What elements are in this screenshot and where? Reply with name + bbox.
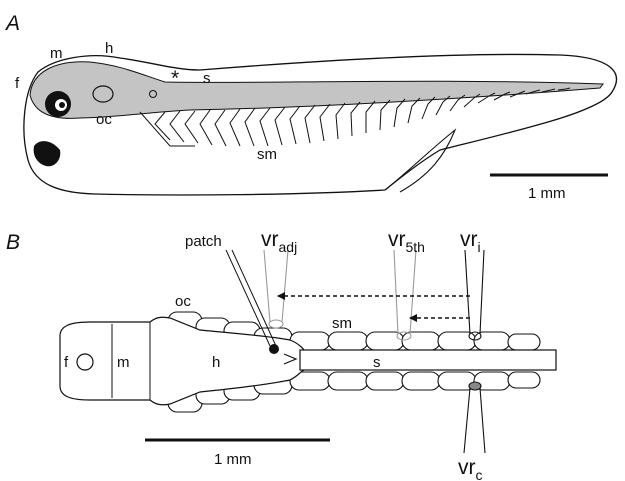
label-s: s [203, 70, 211, 87]
panel-a: A [4, 12, 616, 202]
label-h: h [105, 40, 113, 57]
label-f: f [15, 75, 20, 92]
spinal-cord [300, 350, 556, 370]
label-h-b: h [212, 354, 220, 371]
label-oc: oc [96, 111, 112, 128]
label-vr-i: vri [460, 228, 481, 255]
patch-cell [269, 344, 279, 354]
eye-pupil [59, 102, 65, 108]
label-patch: patch [185, 233, 222, 250]
panel-a-label: A [4, 12, 20, 35]
panel-b: B [6, 228, 556, 481]
label-sm-b: sm [332, 315, 352, 332]
panel-b-label: B [6, 231, 20, 254]
electrode-vr-adj [264, 250, 288, 328]
scale-bar-b-label: 1 mm [214, 451, 252, 468]
scale-bar-a-label: 1 mm [528, 185, 566, 202]
label-vr-adj: vradj [261, 228, 297, 255]
label-s-b: s [373, 354, 381, 371]
label-vr-5th: vr5th [388, 228, 425, 255]
label-oc-b: oc [175, 293, 191, 310]
label-m-b: m [117, 354, 130, 371]
label-m: m [50, 45, 63, 62]
electrode-vr-5th [394, 250, 416, 340]
electrode-vr-c [464, 382, 485, 453]
label-sm: sm [257, 146, 277, 163]
label-vr-c: vrc [458, 456, 483, 481]
label-star: * [171, 67, 179, 90]
electrode-vr-i [465, 250, 484, 340]
